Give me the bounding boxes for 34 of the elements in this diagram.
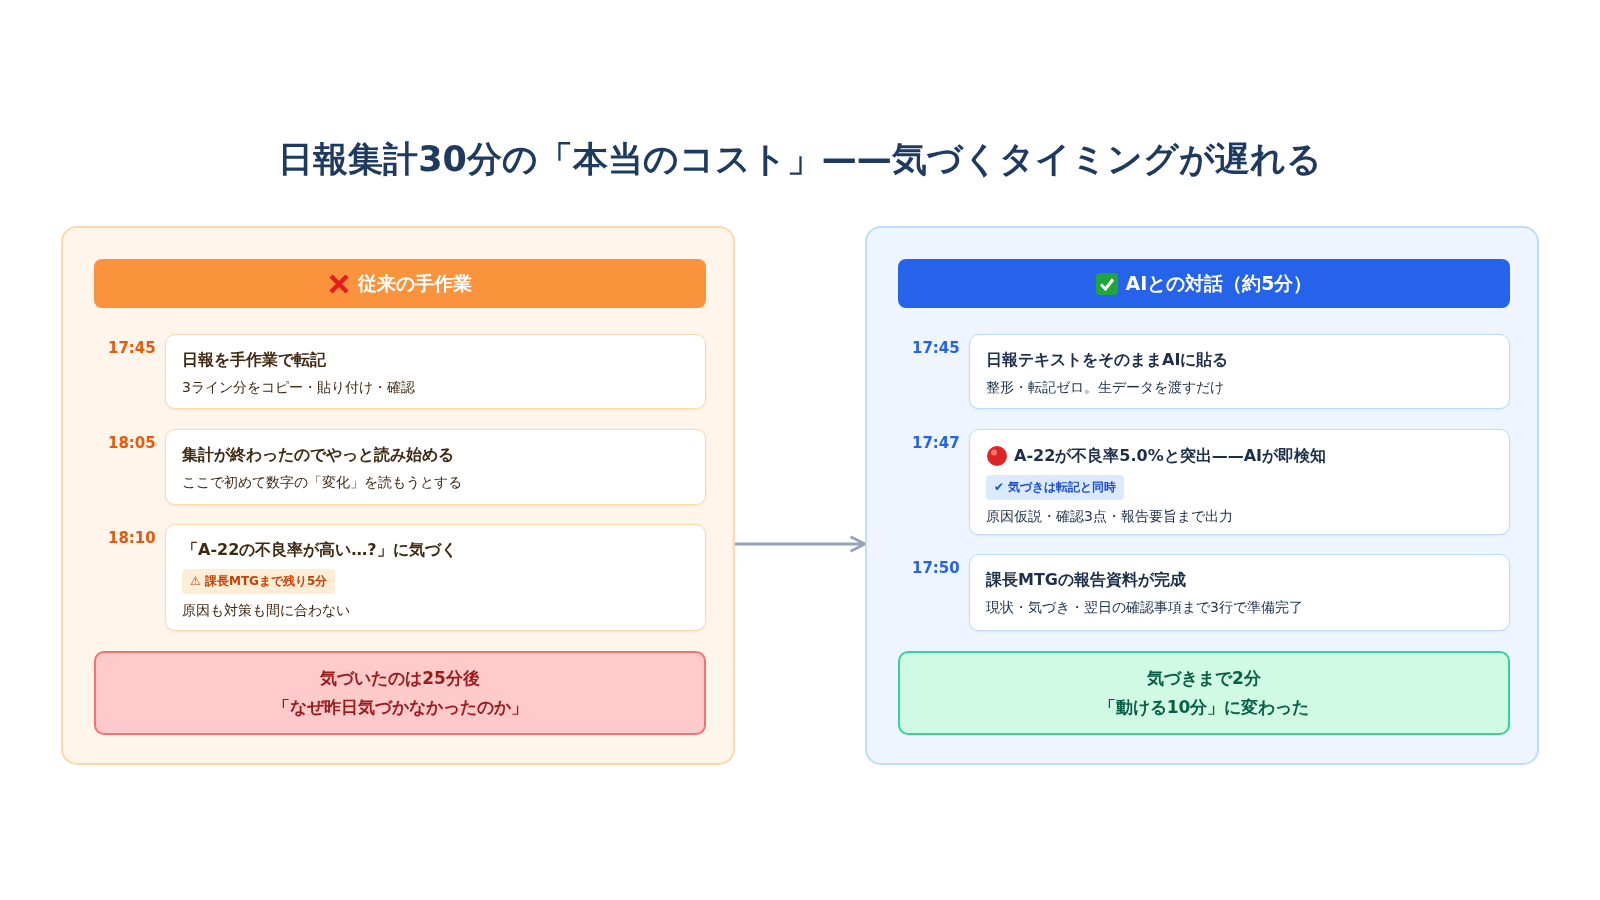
title: 日報集計30分の「本当のコスト」——気づくタイミングが遅れる <box>277 138 1323 181</box>
card-title: 日報テキストをそのままAIに貼る <box>986 350 1229 371</box>
arrow <box>735 535 867 553</box>
header-text: 従来の手作業 <box>358 270 472 296</box>
summary-text: 「なぜ昨日気づかなかったのか」 <box>272 696 528 719</box>
time-label: 17:50 <box>912 559 960 577</box>
card-title: 日報を手作業で転記 <box>182 350 326 371</box>
card-text: 原因仮説・確認3点・報告要旨まで出力 <box>986 508 1233 526</box>
time-label: 17:47 <box>912 434 960 452</box>
card-text: ここで初めて数字の「変化」を読もうとする <box>182 474 462 492</box>
warning-tag: ✔ 気づきは転記と同時 <box>986 475 1125 500</box>
summary-text: 気づきまで2分 <box>1147 667 1261 690</box>
card-text: 整形・転記ゼロ。生データを渡すだけ <box>986 379 1224 397</box>
card-title: A-22が不良率5.0%と突出——AIが即検知 <box>1014 445 1326 467</box>
time-label: 18:10 <box>108 529 156 547</box>
card-title: 集計が終わったのでやっと読み始める <box>182 445 454 466</box>
time-label: 18:05 <box>108 434 156 452</box>
summary-text: 気づいたのは25分後 <box>320 667 480 690</box>
panel-background <box>865 226 1539 765</box>
header-band <box>898 259 1510 308</box>
card-text: 現状・気づき・翌日の確認事項まで3行で準備完了 <box>986 599 1303 617</box>
summary-box <box>94 651 706 735</box>
warning-tag: ⚠ 課長MTGまで残り5分 <box>182 569 336 594</box>
time-label: 17:45 <box>108 339 156 357</box>
header-band <box>94 259 706 308</box>
card-text: 3ライン分をコピー・貼り付け・確認 <box>182 379 415 397</box>
summary-text: 「動ける10分」に変わった <box>1098 696 1310 719</box>
card-title: 「A-22の不良率が高い…?」に気づく <box>182 540 457 561</box>
card-title: 課長MTGの報告資料が完成 <box>986 570 1186 591</box>
card-text: 原因も対策も間に合わない <box>182 602 350 620</box>
panel-background <box>61 226 735 765</box>
time-label: 17:45 <box>912 339 960 357</box>
header-text: AIとの対話（約5分） <box>1125 270 1313 296</box>
summary-box <box>898 651 1510 735</box>
